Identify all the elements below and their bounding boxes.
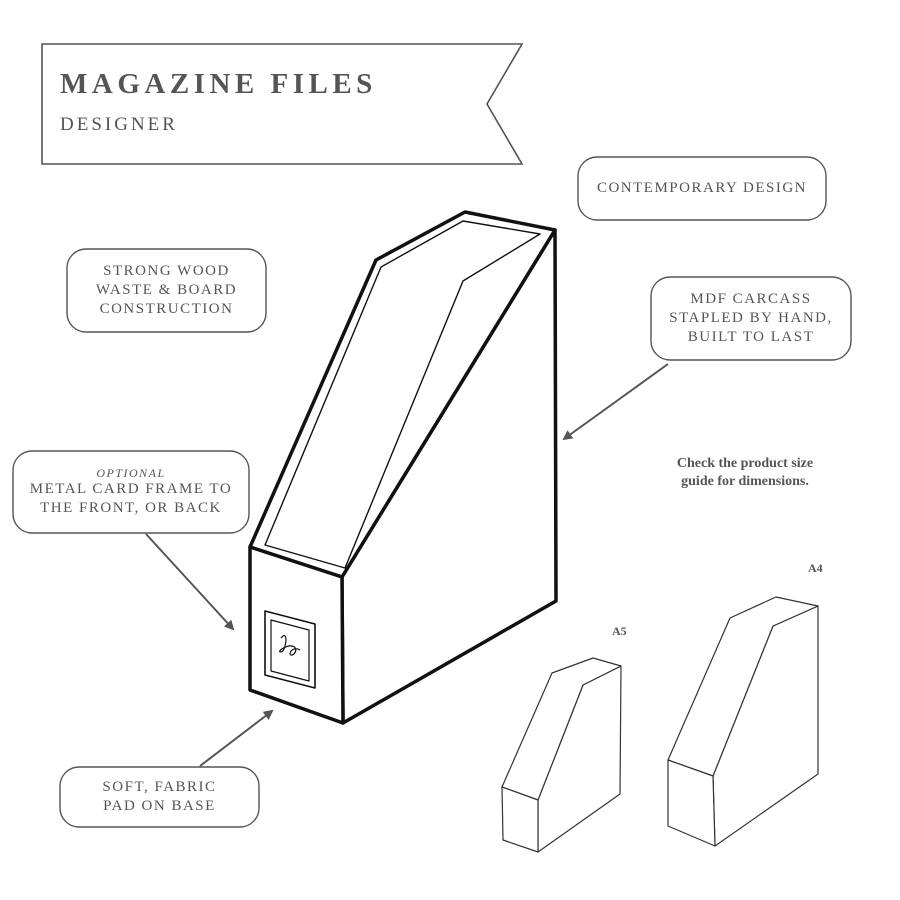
callout-mdf-line-3: BUILT TO LAST	[687, 329, 815, 345]
arrow-card-frame	[145, 533, 235, 631]
size-label-a4: A4	[808, 561, 823, 575]
page-title: MAGAZINE FILES	[60, 68, 377, 100]
callout-contemporary: CONTEMPORARY DESIGN	[578, 157, 826, 220]
callout-mdf-line-2: STAPLED BY HAND,	[669, 310, 833, 326]
size-guide-note: Check the product size guide for dimensi…	[640, 455, 850, 491]
callout-contemporary-line: CONTEMPORARY DESIGN	[596, 180, 808, 196]
callout-box-card-frame	[12, 450, 250, 534]
callout-card-frame-line-1: METAL CARD FRAME TO	[29, 481, 233, 497]
magazine-file-main	[248, 210, 558, 725]
callout-card-frame-optional: OPTIONAL	[96, 466, 166, 480]
callout-wood-line-2: WASTE & BOARD	[95, 282, 238, 298]
size-guide-note-line-2: guide for dimensions.	[681, 474, 809, 489]
callout-card-frame: OPTIONAL METAL CARD FRAME TO THE FRONT, …	[13, 451, 249, 533]
callout-mdf: MDF CARCASS STAPLED BY HAND, BUILT TO LA…	[651, 277, 851, 360]
callout-card-frame-line-2: THE FRONT, OR BACK	[40, 500, 222, 516]
callout-box-fabric-pad	[59, 766, 260, 828]
magazine-file-a5	[501, 657, 622, 853]
page-subtitle: DESIGNER	[60, 114, 178, 135]
size-guide-note-line-1: Check the product size	[676, 456, 814, 471]
magazine-file-a4	[667, 596, 819, 847]
callout-box-wood	[66, 248, 267, 333]
callout-fabric-pad-line-2: PAD ON BASE	[103, 798, 216, 814]
callout-box-mdf	[650, 276, 852, 361]
callout-wood-line-3: CONSTRUCTION	[99, 301, 234, 317]
callout-fabric-pad-line-1: SOFT, FABRIC	[102, 779, 217, 795]
size-label-a5: A5	[612, 624, 627, 638]
callout-wood-line-1: STRONG WOOD	[103, 263, 230, 279]
title-banner	[41, 43, 524, 165]
arrow-mdf	[562, 363, 669, 441]
callout-wood: STRONG WOOD WASTE & BOARD CONSTRUCTION	[67, 249, 266, 332]
callout-mdf-line-1: MDF CARCASS	[690, 291, 812, 307]
callout-fabric-pad: SOFT, FABRIC PAD ON BASE	[60, 767, 259, 827]
signature-card-icon	[264, 610, 316, 689]
magazine-file-inner-rim	[264, 220, 541, 569]
callout-box-contemporary	[577, 156, 827, 221]
arrow-fabric-pad	[199, 709, 274, 767]
